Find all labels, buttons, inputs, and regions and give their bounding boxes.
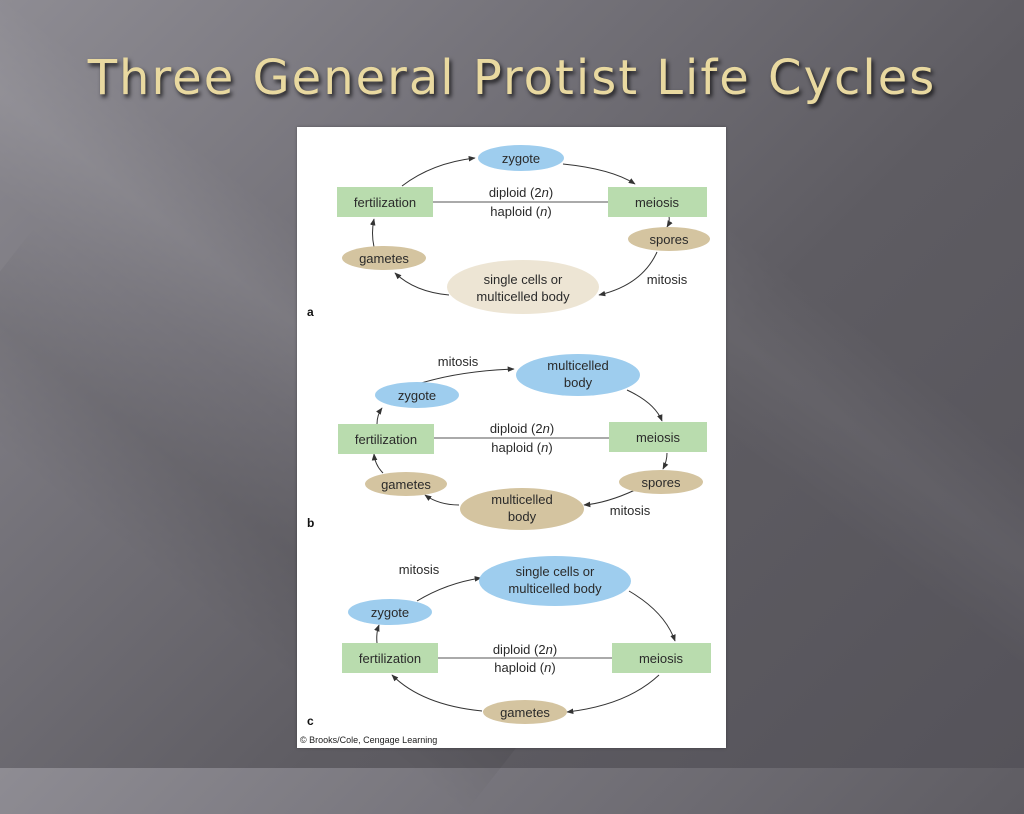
body-oval <box>447 260 599 314</box>
multicelled-body-oval <box>516 354 640 396</box>
gametes-label: gametes <box>381 477 431 492</box>
fertilization-box <box>338 424 434 454</box>
zygote-oval <box>478 145 564 171</box>
body-label-line1: multicelled <box>547 358 608 373</box>
fertilization-label: fertilization <box>359 651 421 666</box>
bottom-body-label-line1: multicelled <box>491 492 552 507</box>
arrow-gametes-to-fertilization <box>371 453 384 474</box>
copyright-credit: © Brooks/Cole, Cengage Learning <box>300 735 437 745</box>
spores-label: spores <box>649 232 689 247</box>
arrow-fertilization-to-zygote <box>374 624 380 644</box>
panel-c: mitosis single cells or multicelled body… <box>307 556 711 728</box>
panel-a: zygote fertilization meiosis diploid (2n… <box>307 145 710 319</box>
arrow-gametes-to-fertilization <box>369 218 376 248</box>
diploid-label: diploid (2n) <box>493 642 557 657</box>
life-cycle-diagram: zygote fertilization meiosis diploid (2n… <box>300 145 711 745</box>
spores-oval <box>628 227 710 251</box>
gametes-label: gametes <box>359 251 409 266</box>
body-label-line2: multicelled body <box>476 289 570 304</box>
zygote-label: zygote <box>502 151 540 166</box>
haploid-label: haploid (n) <box>494 660 555 675</box>
gametes-label: gametes <box>500 705 550 720</box>
spores-label: spores <box>641 475 681 490</box>
arrow-body-to-gametes <box>424 494 460 506</box>
arrow-body-to-gametes <box>394 272 450 296</box>
meiosis-label: meiosis <box>636 430 681 445</box>
gametes-oval <box>483 700 567 724</box>
arrow-zygote-to-body <box>416 576 482 602</box>
arrow-meiosis-to-gametes <box>566 674 660 715</box>
arrow-zygote-to-body <box>414 366 515 386</box>
arrow-meiosis-to-spores <box>662 452 669 470</box>
panel-label-a: a <box>307 305 314 319</box>
arrow-spores-to-body <box>598 251 658 297</box>
arrow-body-to-meiosis <box>626 389 663 422</box>
panel-b: mitosis multicelled body zygote fertiliz… <box>307 354 707 530</box>
zygote-label: zygote <box>398 388 436 403</box>
zygote-oval <box>348 599 432 625</box>
arrow-fertilization-to-zygote <box>401 155 476 187</box>
panel-label-c: c <box>307 714 314 728</box>
mitosis-label-top: mitosis <box>399 562 440 577</box>
arrow-body-to-meiosis <box>628 590 676 642</box>
meiosis-box <box>612 643 711 673</box>
meiosis-box <box>608 187 707 217</box>
bottom-body-label-line2: body <box>508 509 537 524</box>
haploid-label: haploid (n) <box>491 440 552 455</box>
gametes-oval <box>342 246 426 270</box>
spores-oval <box>619 470 703 494</box>
meiosis-label: meiosis <box>639 651 684 666</box>
body-label-line2: multicelled body <box>508 581 602 596</box>
mitosis-label-bottom: mitosis <box>610 503 651 518</box>
fertilization-label: fertilization <box>355 432 417 447</box>
diploid-label: diploid (2n) <box>490 421 554 436</box>
arrow-fertilization-to-zygote <box>376 407 383 425</box>
body-oval <box>479 556 631 606</box>
gametes-oval <box>365 472 447 496</box>
body-label-line1: single cells or <box>516 564 595 579</box>
zygote-oval <box>375 382 459 408</box>
multicelled-body-oval-bottom <box>460 488 584 530</box>
arrow-meiosis-to-spores <box>666 215 673 228</box>
diploid-label: diploid (2n) <box>489 185 553 200</box>
haploid-label: haploid (n) <box>490 204 551 219</box>
fertilization-box <box>337 187 433 217</box>
mitosis-label: mitosis <box>647 272 688 287</box>
fertilization-label: fertilization <box>354 195 416 210</box>
body-label-line1: single cells or <box>484 272 563 287</box>
meiosis-box <box>609 422 707 452</box>
zygote-label: zygote <box>371 605 409 620</box>
slide-title: Three General Protist Life Cycles <box>87 50 937 106</box>
mitosis-label-top: mitosis <box>438 354 479 369</box>
meiosis-label: meiosis <box>635 195 680 210</box>
arrow-spores-to-body <box>583 489 636 508</box>
fertilization-box <box>342 643 438 673</box>
arrow-gametes-to-fertilization <box>391 674 483 712</box>
arrow-zygote-to-meiosis <box>562 163 636 185</box>
panel-label-b: b <box>307 516 314 530</box>
body-label-line2: body <box>564 375 593 390</box>
life-cycle-figure: zygote fertilization meiosis diploid (2n… <box>297 127 726 748</box>
